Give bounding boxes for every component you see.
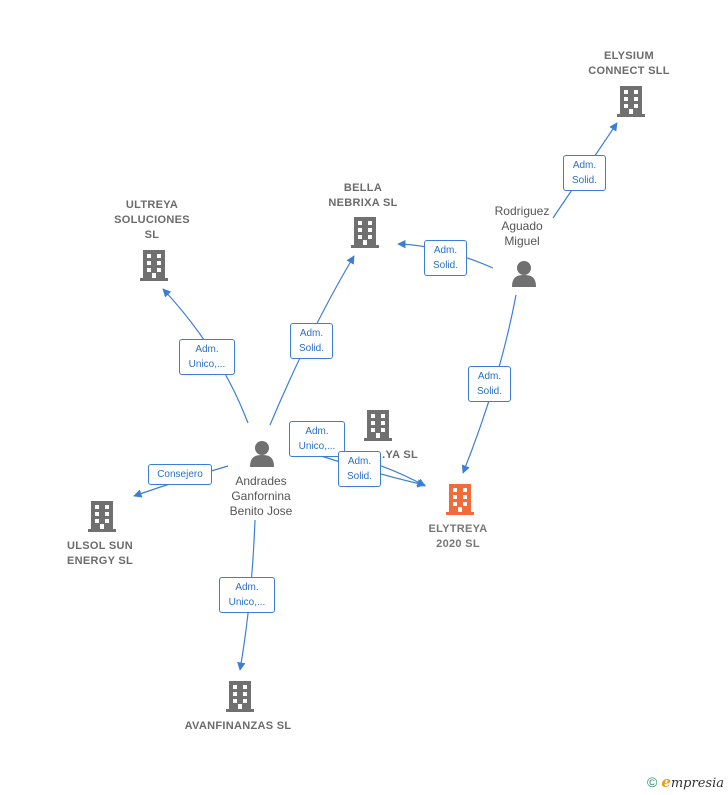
avanfinanzas-building-icon[interactable] [226, 681, 254, 712]
edge-label-andrades-ulsol: Consejero [148, 464, 212, 485]
elytreya-label[interactable]: ELYTREYA 2020 SL [428, 523, 488, 550]
ultreya-hidden-label[interactable]: ...YA SL [375, 449, 418, 461]
andrades-label[interactable]: Andrades Ganfornina Benito Jose [229, 474, 293, 518]
elytreya-building-icon[interactable] [446, 484, 474, 515]
ulsol-label[interactable]: ULSOL SUN ENERGY SL [66, 540, 134, 567]
bella-building-icon[interactable] [351, 217, 379, 248]
edge-label-andrades-bella: Adm. Solid. [290, 323, 333, 359]
ultreya-soluciones-label[interactable]: ULTREYA SOLUCIONES SL [114, 199, 190, 241]
edge-label-andrades-elytreya-1: Adm. Unico,... [289, 421, 345, 457]
elysium-building-icon[interactable] [617, 86, 645, 117]
rodriguez-person-icon[interactable] [512, 261, 536, 287]
edge-label-andrades-elytreya-2: Adm. Solid. [338, 451, 381, 487]
edge-label-rodriguez-bella: Adm. Solid. [424, 240, 467, 276]
bella-label[interactable]: BELLA NEBRIXA SL [328, 182, 398, 209]
andrades-person-icon[interactable] [250, 441, 274, 467]
edge-label-andrades-avanfinanzas: Adm. Unico,... [219, 577, 275, 613]
ultreya-soluciones-building-icon[interactable] [140, 250, 168, 281]
avanfinanzas-label[interactable]: AVANFINANZAS SL [184, 720, 292, 732]
copyright-icon: © [646, 774, 658, 790]
ultreya-hidden-building-icon[interactable] [364, 410, 392, 441]
edge-label-andrades-ultreya: Adm. Unico,... [179, 339, 235, 375]
rodriguez-label[interactable]: Rodriguez Aguado Miguel [494, 204, 550, 248]
footer-brand: © empresia [647, 773, 724, 791]
elysium-label[interactable]: ELYSIUM CONNECT SLL [588, 50, 670, 77]
brand-logo[interactable]: empresia [661, 773, 724, 791]
edge-label-rodriguez-elysium: Adm. Solid. [563, 155, 606, 191]
ulsol-building-icon[interactable] [88, 501, 116, 532]
edge-label-rodriguez-elytreya: Adm. Solid. [468, 366, 511, 402]
